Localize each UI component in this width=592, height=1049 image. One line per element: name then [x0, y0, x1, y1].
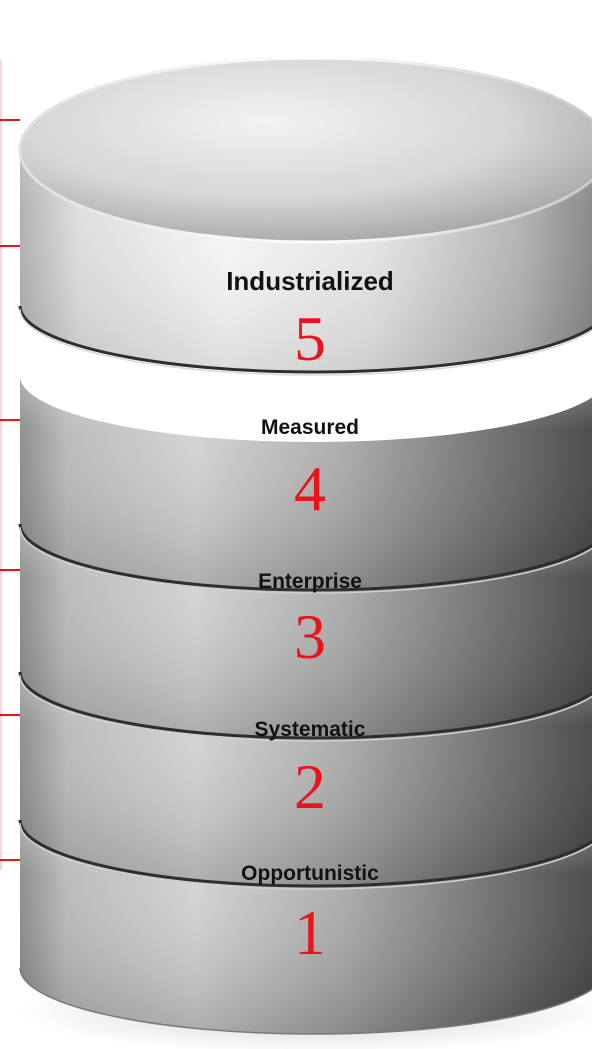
level-5-name: Industrialized: [226, 266, 394, 296]
connector-lines: [0, 119, 20, 861]
level-3-name: Enterprise: [258, 570, 362, 593]
band-level-4: [18, 376, 592, 594]
level-1-name: Opportunistic: [241, 862, 379, 885]
level-5-number: 5: [294, 303, 326, 374]
level-3-number: 3: [294, 601, 326, 672]
band-level-3: [18, 524, 592, 742]
cylinder-top-cap: [18, 56, 592, 244]
level-2-name: Systematic: [255, 718, 366, 741]
band-level-1: [19, 820, 592, 1035]
level-1-number: 1: [294, 897, 326, 968]
band-level-2: [18, 672, 592, 890]
band-level-5: [18, 150, 592, 376]
level-4-name: Measured: [261, 416, 359, 439]
level-4-number: 4: [294, 453, 326, 524]
level-2-number: 2: [294, 751, 326, 822]
